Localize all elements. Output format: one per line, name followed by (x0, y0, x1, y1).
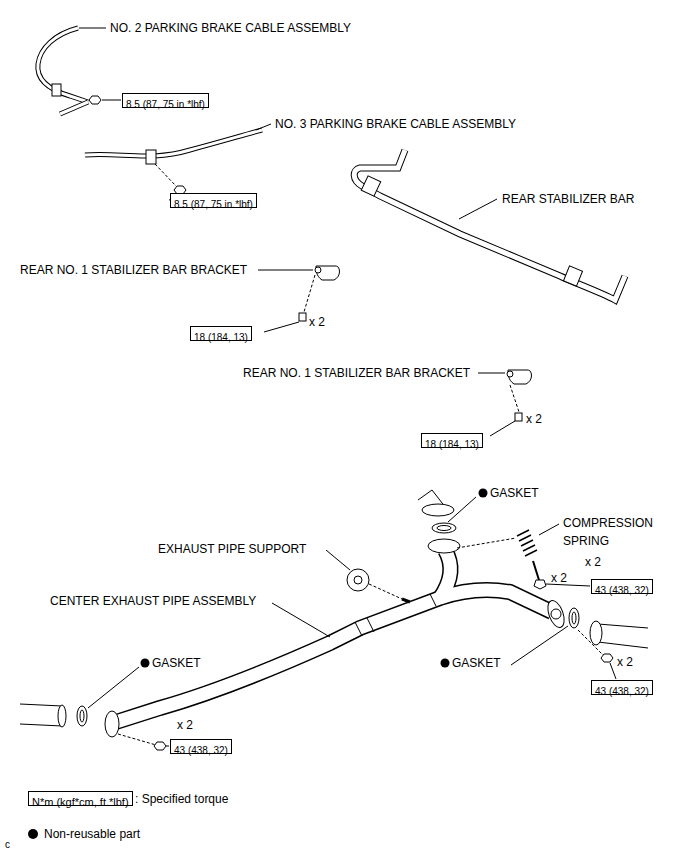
torque-spec-box: 43 (438, 32) (591, 680, 653, 695)
part-label: x 2 (585, 555, 601, 569)
part-label: x 2 (551, 571, 567, 585)
part-label: x 2 (177, 718, 193, 732)
parking-brake-cable (85, 124, 271, 200)
part-label: NO. 3 PARKING BRAKE CABLE ASSEMBLY (275, 117, 516, 131)
torque-value: 8.5 (87, 75 in.*lbf) (126, 98, 205, 111)
torque-spec-box: 18 (184, 13) (190, 326, 252, 341)
part-label: x 2 (309, 315, 325, 329)
torque-spec-box: 8.5 (87, 75 in.*lbf) (122, 93, 209, 108)
part-label: COMPRESSION SPRING (563, 514, 658, 550)
part-label: REAR NO. 1 STABILIZER BAR BRACKET (20, 263, 247, 277)
part-label: NO. 2 PARKING BRAKE CABLE ASSEMBLY (110, 21, 351, 35)
torque-value: 43 (438, 32) (595, 685, 649, 698)
part-label: : Specified torque (135, 792, 228, 806)
part-label: CENTER EXHAUST PIPE ASSEMBLY (50, 594, 256, 608)
stabilizer-bar (354, 150, 625, 300)
torque-spec-box: 43 (438, 32) (170, 739, 232, 754)
torque-spec-box: 8.5 (87, 75 in.*lbf) (170, 193, 257, 208)
torque-value: N*m (kgf*cm, ft.*lbf) (32, 796, 129, 809)
torque-value: 18 (184, 13) (425, 438, 479, 451)
part-label: x 2 (526, 412, 542, 426)
part-label: x 2 (617, 655, 633, 669)
part-label: c (5, 838, 10, 852)
stabilizer-bracket (258, 266, 532, 436)
torque-legend-box: N*m (kgf*cm, ft.*lbf) (28, 791, 133, 806)
part-label: GASKET (152, 656, 201, 670)
non-reusable-mark (28, 489, 488, 840)
legend-text: Non-reusable part (44, 827, 140, 841)
torque-value: 8.5 (87, 75 in.*lbf) (174, 198, 253, 211)
torque-value: 43 (438, 32) (595, 584, 649, 597)
part-label: REAR STABILIZER BAR (502, 192, 634, 206)
exhaust-pipe (20, 490, 648, 750)
part-label: REAR NO. 1 STABILIZER BAR BRACKET (243, 366, 470, 380)
parking-brake-cable (38, 28, 121, 114)
part-label: EXHAUST PIPE SUPPORT (158, 542, 306, 556)
torque-spec-box: 43 (438, 32) (591, 579, 653, 594)
torque-value: 18 (184, 13) (194, 331, 248, 344)
torque-spec-box: 18 (184, 13) (421, 433, 483, 448)
part-label: GASKET (490, 486, 539, 500)
torque-value: 43 (438, 32) (174, 744, 228, 757)
part-label: GASKET (452, 656, 501, 670)
